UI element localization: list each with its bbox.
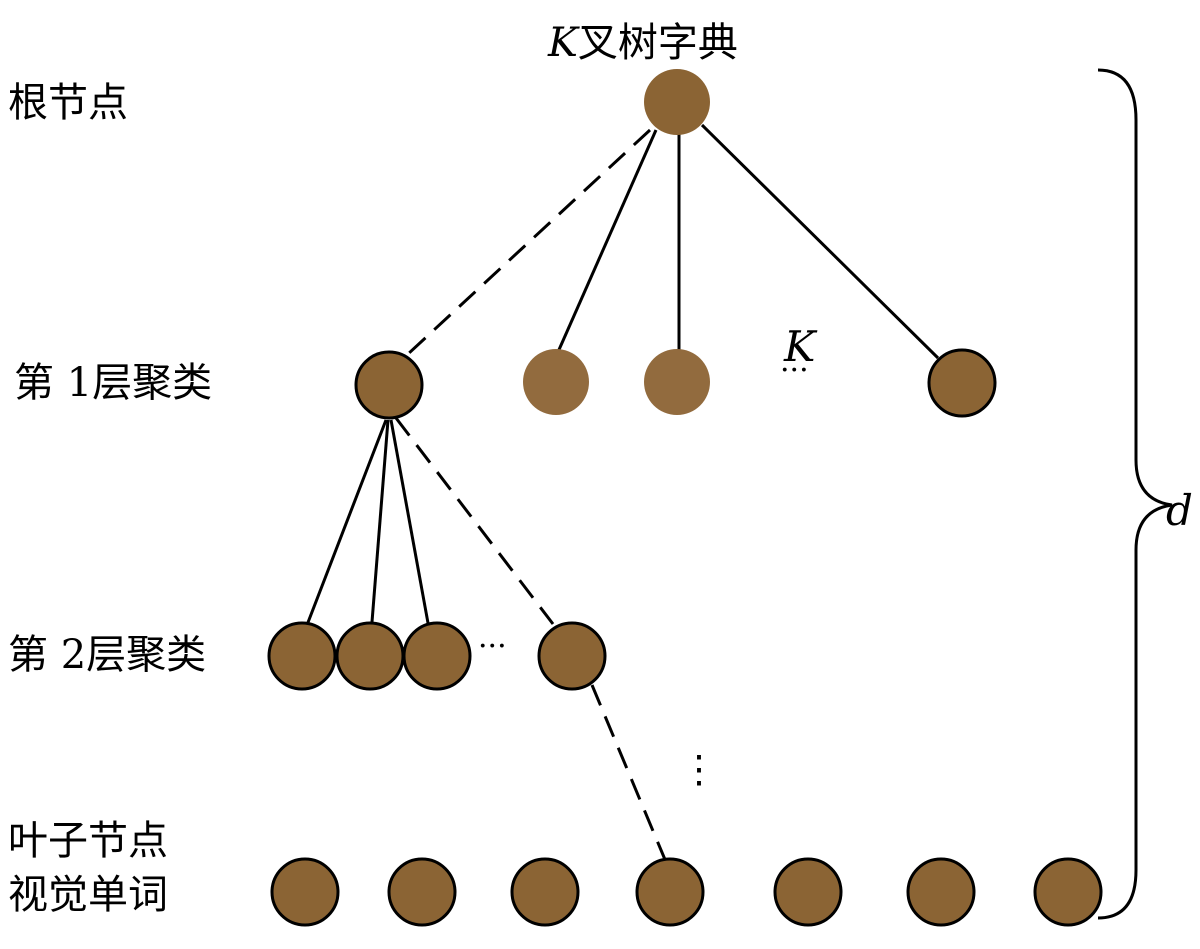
edge-l1-to-l2-dashed: [394, 417, 555, 625]
row-label-leaf-line2: 视觉单词: [8, 872, 168, 918]
row-label-level2: 第 2层聚类: [8, 632, 207, 678]
edge-l1-to-l2-3: [389, 419, 430, 624]
leaf-node-3: [510, 857, 580, 927]
diagram-title: K叉树字典: [548, 10, 738, 68]
level2-node-last: [537, 621, 607, 691]
level1-node-2: [523, 349, 589, 415]
leaf-node-6: [906, 857, 976, 927]
row-label-level1: 第 1层聚类: [14, 360, 213, 406]
row-label-leaf-line1: 叶子节点: [8, 818, 168, 864]
edge-root-to-l1-dashed: [406, 128, 652, 356]
title-k: K: [548, 20, 578, 66]
leaf-node-4: [635, 857, 705, 927]
edge-l1-to-l2-2: [370, 419, 390, 623]
edge-root-to-l1-last: [700, 123, 940, 360]
leaf-node-2: [387, 857, 457, 927]
leaf-node-5: [773, 857, 843, 927]
depth-brace: [1097, 68, 1173, 920]
edge-l1-to-l2-1: [305, 419, 388, 626]
vertical-ellipsis: ⋮: [680, 747, 718, 791]
level2-node-1: [267, 621, 337, 691]
title-text: 叉树字典: [577, 20, 738, 66]
branching-factor-label: K: [784, 322, 816, 371]
row-label-root: 根节点: [8, 80, 128, 126]
leaf-node-7: [1033, 857, 1103, 927]
level1-node-last: [927, 348, 997, 418]
leaf-node-1: [270, 857, 340, 927]
level2-node-2: [335, 621, 405, 691]
depth-label: d: [1166, 486, 1193, 535]
root-node: [644, 69, 710, 135]
edge-root-to-l1-2: [556, 129, 658, 353]
level1-ellipsis: ···: [780, 353, 809, 388]
edge-l2-to-leaf-dashed: [590, 684, 668, 863]
level1-node-1: [354, 350, 424, 420]
level1-node-3: [644, 349, 710, 415]
level2-node-3: [402, 621, 472, 691]
level2-ellipsis: ···: [478, 629, 507, 664]
